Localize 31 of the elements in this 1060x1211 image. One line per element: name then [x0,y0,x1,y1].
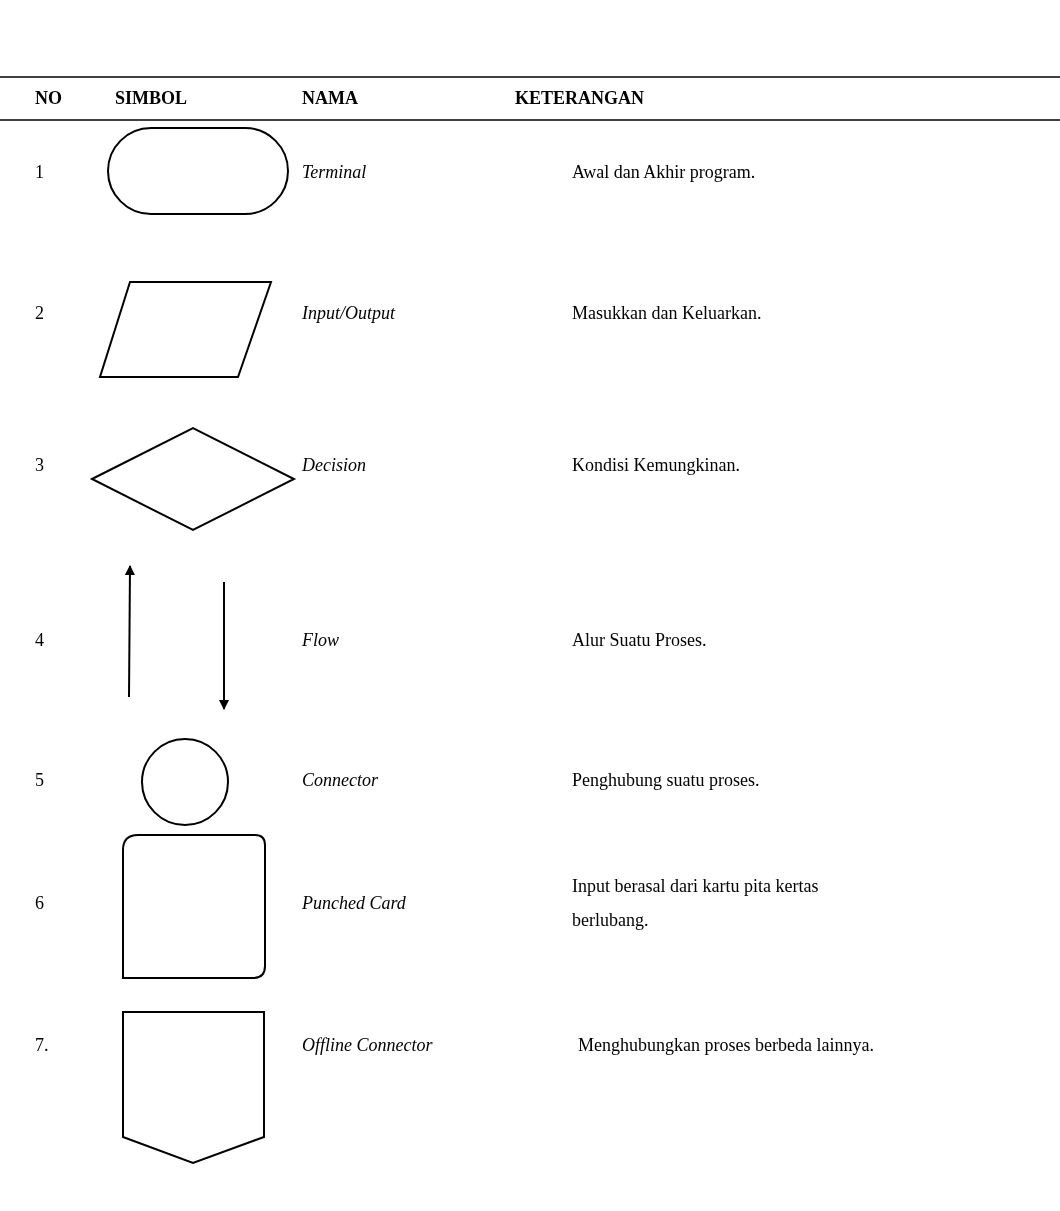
symbol-name: Connector [302,769,378,792]
row-number: 1 [35,161,44,184]
symbol-name: Offline Connector [302,1034,433,1057]
row-number: 5 [35,769,44,792]
symbol-name: Flow [302,629,339,652]
column-header: KETERANGAN [515,87,644,110]
punched-card-symbol [122,834,266,979]
row-number: 3 [35,454,44,477]
symbol-name: Terminal [302,161,367,184]
parallelogram-symbol [98,281,273,378]
column-header: NAMA [302,87,358,110]
symbol-description: Menghubungkan proses berbeda lainnya. [578,1034,874,1057]
symbol-name: Decision [302,454,366,477]
symbol-description: Masukkan dan Keluarkan. [572,302,762,325]
terminal-symbol [107,127,289,215]
symbol-description: Alur Suatu Proses. [572,629,707,652]
column-header: SIMBOL [115,87,188,110]
symbol-name: Input/Output [302,302,395,325]
connector-circle [141,738,229,826]
symbol-description: Kondisi Kemungkinan. [572,454,740,477]
offpage-connector-symbol [122,1011,265,1165]
diamond-symbol [89,426,297,532]
symbol-name: Punched Card [302,892,406,915]
row-number: 2 [35,302,44,325]
symbol-description: Input berasal dari kartu pita kertas berlubang. [572,875,820,932]
row-number: 7. [35,1034,49,1057]
row-number: 6 [35,892,44,915]
row-number: 4 [35,629,44,652]
column-header: NO [35,87,62,110]
symbol-description: Awal dan Akhir program. [572,161,756,184]
symbol-description: Penghubung suatu proses. [572,769,760,792]
